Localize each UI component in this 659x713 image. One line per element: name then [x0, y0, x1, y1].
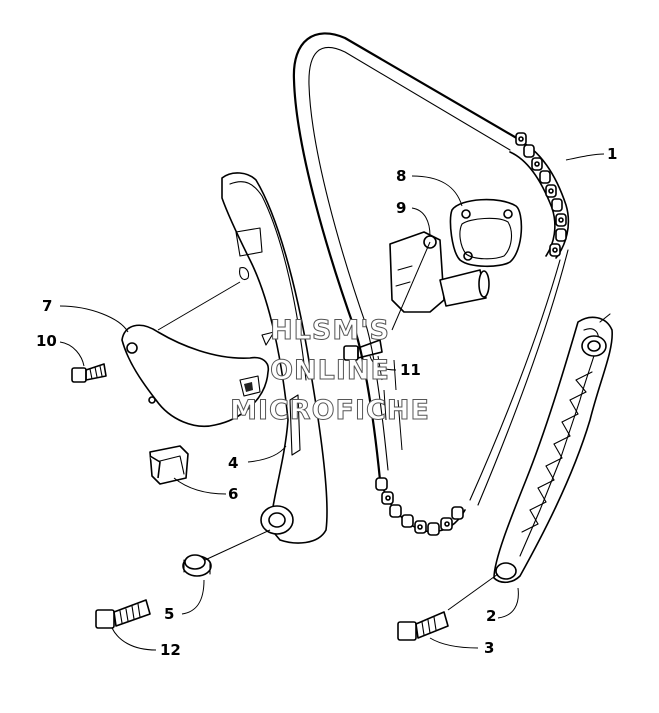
- callout-6: 6: [228, 485, 239, 503]
- clip: [149, 445, 189, 485]
- callout-3: 3: [484, 639, 495, 657]
- callout-leaders: [59, 153, 605, 651]
- bolt-3: [397, 611, 449, 641]
- callout-10: 10: [36, 332, 57, 350]
- timing-chain-upper-links: [509, 132, 570, 259]
- bolt-12: [95, 599, 151, 629]
- chain-tensioner-slipper: [221, 172, 328, 544]
- watermark-line-1: HLSM'S: [270, 315, 390, 346]
- bolt-10: [71, 363, 107, 383]
- gasket: [449, 198, 523, 268]
- timing-chain-lower-links: [375, 477, 466, 536]
- callout-2: 2: [486, 607, 497, 625]
- callout-1: 1: [607, 145, 618, 163]
- collar: [182, 554, 212, 577]
- watermark-line-2: ONLINE: [270, 355, 390, 386]
- chain-guide: [493, 313, 613, 584]
- callout-4: 4: [228, 454, 239, 472]
- callout-8: 8: [396, 167, 407, 185]
- callout-11: 11: [400, 361, 421, 379]
- callout-9: 9: [396, 199, 407, 217]
- mounting-bracket: [121, 324, 270, 427]
- callout-5: 5: [164, 605, 175, 623]
- bolt-11: [343, 339, 383, 361]
- callout-7: 7: [42, 297, 53, 315]
- timing-chain-loop: [292, 32, 569, 506]
- assembly-lines: [157, 241, 499, 611]
- watermark-line-3: MICROFICHE: [230, 395, 430, 426]
- callout-12: 12: [160, 641, 181, 659]
